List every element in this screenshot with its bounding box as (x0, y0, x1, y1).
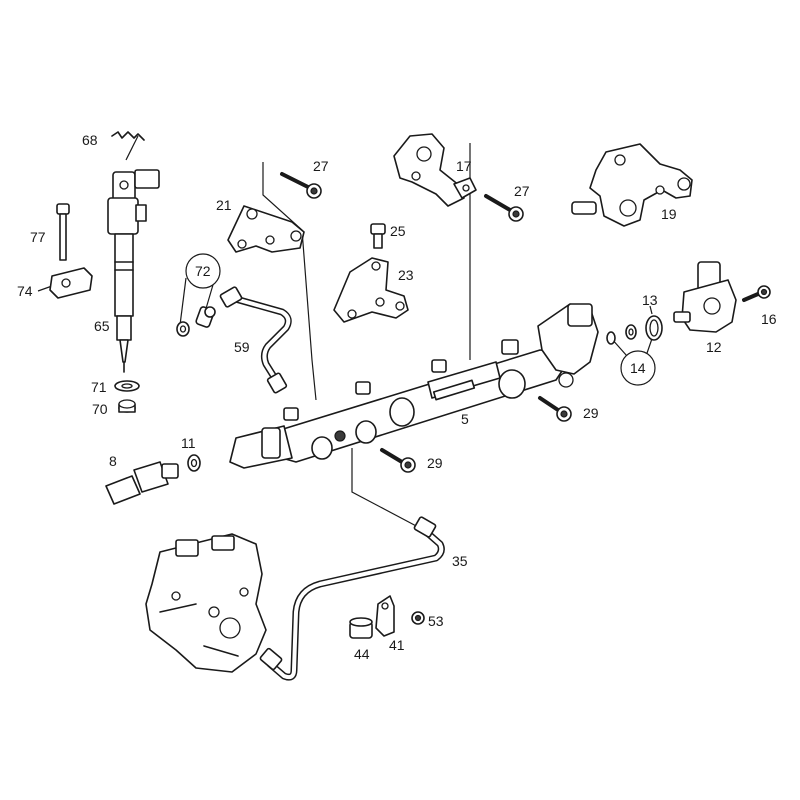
callout-53: 53 (428, 613, 444, 629)
callout-65: 65 (94, 318, 110, 334)
callout-13: 13 (642, 292, 658, 308)
bracket-19 (571, 143, 693, 227)
callout-11: 11 (181, 435, 196, 451)
callout-27: 27 (313, 158, 329, 174)
spacer-44 (349, 617, 373, 639)
clip-68 (111, 131, 145, 141)
callout-16: 16 (761, 311, 777, 327)
bolt-27b (484, 194, 524, 222)
fuel-rail-5 (229, 303, 599, 469)
leader-13 (649, 305, 653, 315)
seal-72 (176, 306, 216, 337)
callout-14: 14 (630, 360, 646, 376)
pipe-35 (259, 516, 445, 681)
callout-70: 70 (92, 401, 108, 417)
clamp-74 (49, 267, 93, 299)
callout-77: 77 (30, 229, 46, 245)
callout-72: 72 (195, 263, 211, 279)
callout-71: 71 (91, 379, 107, 395)
callout-circle-14 (620, 350, 656, 386)
callout-35: 35 (452, 553, 468, 569)
callout-44: 44 (354, 646, 370, 662)
callout-29: 29 (427, 455, 443, 471)
leader-35 (351, 448, 421, 529)
callout-41: 41 (389, 637, 405, 653)
high-pressure-pump (145, 533, 267, 673)
seal-14 (606, 324, 637, 345)
bolt-29b (380, 448, 416, 473)
clamp-41 (375, 595, 395, 637)
callout-23: 23 (398, 267, 414, 283)
callout-68: 68 (82, 132, 98, 148)
leader-21 (262, 162, 317, 401)
leader-72a (179, 277, 187, 326)
pressure-sensor-8 (105, 461, 179, 505)
callout-12: 12 (706, 339, 722, 355)
callout-29: 29 (583, 405, 599, 421)
bolt-27a (280, 172, 322, 199)
callout-21: 21 (216, 197, 232, 213)
callout-5: 5 (461, 411, 469, 427)
seal-13 (645, 315, 663, 341)
washer-71 (114, 380, 140, 392)
nut-70 (118, 399, 136, 413)
pressure-regulator-12 (673, 261, 737, 333)
injector-65 (107, 131, 160, 373)
callout-labels: 68 27 17 27 21 25 19 77 72 23 74 13 16 6… (17, 132, 777, 662)
callout-25: 25 (390, 223, 406, 239)
seal-11 (187, 454, 201, 472)
bolt-25 (370, 223, 386, 249)
screw-53 (411, 611, 425, 625)
callout-8: 8 (109, 453, 117, 469)
bracket-21 (227, 205, 305, 253)
pipe-59 (219, 286, 292, 394)
callout-19: 19 (661, 206, 677, 222)
bolt-77 (56, 203, 70, 261)
callout-17: 17 (456, 158, 472, 174)
leader-68 (125, 135, 139, 161)
bolt-16 (742, 285, 771, 302)
callout-circle-72 (185, 253, 221, 289)
bracket-23 (333, 257, 409, 323)
callout-27: 27 (514, 183, 530, 199)
bolt-29a (538, 396, 572, 422)
callout-74: 74 (17, 283, 33, 299)
callout-59: 59 (234, 339, 250, 355)
bracket-17 (393, 133, 477, 207)
